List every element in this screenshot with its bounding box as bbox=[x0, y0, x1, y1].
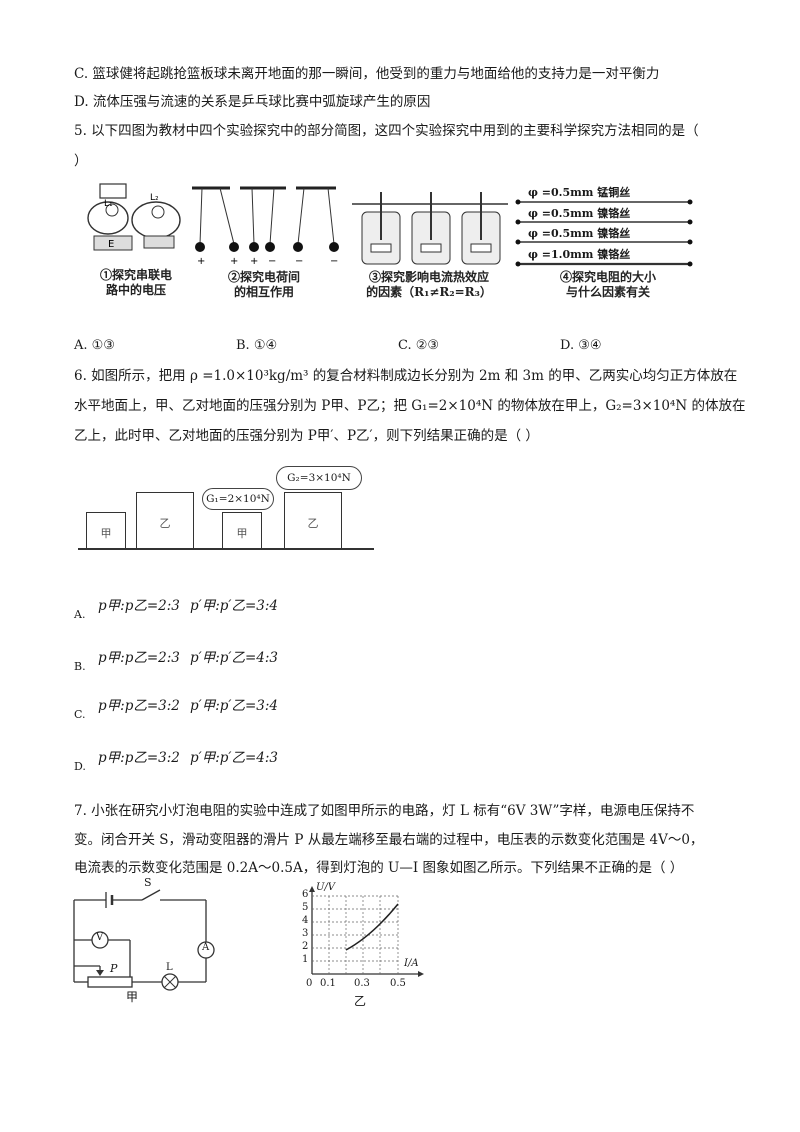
i-axis-label: I/A bbox=[404, 958, 419, 969]
lamp-label: L bbox=[166, 962, 173, 973]
figure-3-caption-line2: 的因素（R₁≠R₂=R₃） bbox=[366, 285, 492, 299]
figure-3-heat-effect bbox=[352, 190, 508, 266]
svg-text:+: + bbox=[250, 256, 258, 266]
q5-option-a[interactable]: A. ①③ bbox=[74, 338, 115, 353]
figure-1-caption: ①探究串联电 路中的电压 bbox=[78, 268, 194, 298]
cube-yi-loaded: 乙 bbox=[284, 492, 342, 549]
wire-4-label: φ =1.0mm 镍铬丝 bbox=[528, 246, 631, 262]
q5-option-d[interactable]: D. ③④ bbox=[560, 338, 602, 353]
svg-text:E: E bbox=[108, 239, 114, 250]
figure-2-caption: ②探究电荷间 的相互作用 bbox=[204, 270, 324, 300]
question-6-text-line1: 6. 如图所示，把用 ρ =1.0×10³kg/m³ 的复合材料制成边长分别为 … bbox=[74, 368, 738, 384]
svg-text:−: − bbox=[330, 256, 338, 266]
wire-1-label: φ =0.5mm 锰铜丝 bbox=[528, 184, 631, 200]
figure-2-caption-line1: ②探究电荷间 bbox=[227, 270, 300, 284]
slider-label: P bbox=[110, 962, 118, 975]
question-7-text-line2: 变。闭合开关 S，滑动变阻器的滑片 P 从最左端移至最右端的过程中，电压表的示数… bbox=[74, 832, 704, 848]
x-tick-0: 0 bbox=[306, 978, 313, 989]
switch-label: S bbox=[144, 876, 152, 889]
question-5-text: 5. 以下四图为教材中四个实验探究中的部分简图，这四个实验探究中用到的主要科学探… bbox=[74, 123, 699, 139]
option-c-text: C. 篮球健将起跳抢篮板球未离开地面的那一瞬间，他受到的重力与地面给他的支持力是… bbox=[74, 66, 660, 82]
cube-jia: 甲 bbox=[86, 512, 126, 549]
figure-1-caption-line1: ①探究串联电 bbox=[99, 268, 172, 282]
y-tick-4: 4 bbox=[302, 915, 309, 926]
svg-text:−: − bbox=[295, 256, 303, 266]
circuit-caption: 甲 bbox=[126, 990, 139, 1004]
figure-4-caption-line2: 与什么因素有关 bbox=[565, 285, 650, 299]
option-d-text: D. 流体压强与流速的关系是乒乓球比赛中弧旋球产生的原因 bbox=[74, 94, 431, 110]
figure-4-caption-line1: ④探究电阻的大小 bbox=[559, 270, 656, 284]
svg-text:L₂: L₂ bbox=[150, 193, 159, 203]
wire-2-label: φ =0.5mm 镍铬丝 bbox=[528, 205, 631, 221]
x-tick-01: 0.1 bbox=[320, 978, 336, 989]
svg-text:+: + bbox=[197, 256, 205, 266]
svg-text:L₁: L₁ bbox=[104, 199, 113, 209]
u-axis-label: U/V bbox=[316, 882, 336, 893]
figure-3-caption: ③探究影响电流热效应 的因素（R₁≠R₂=R₃） bbox=[344, 270, 514, 300]
voltmeter-label: V bbox=[96, 932, 104, 943]
figure-1-series-circuit: E L₂ L₁ bbox=[86, 180, 186, 262]
figure-4-resistance-wires: φ =0.5mm 锰铜丝 φ =0.5mm 镍铬丝 φ =0.5mm 镍铬丝 φ… bbox=[514, 184, 694, 270]
y-tick-2: 2 bbox=[302, 941, 309, 952]
cube-yi: 乙 bbox=[136, 492, 194, 549]
question-6-text-line3: 乙上，此时甲、乙对地面的压强分别为 P甲′、P乙′，则下列结果正确的是（ ） bbox=[74, 428, 539, 444]
figure-2-charges: + + + − − − bbox=[190, 184, 340, 267]
y-tick-1: 1 bbox=[302, 954, 309, 965]
figure-2-caption-line2: 的相互作用 bbox=[233, 285, 294, 299]
question-5-text-end: ） bbox=[74, 153, 88, 169]
q6-figure: 甲 乙 甲 G₁=2×10⁴N 乙 G₂=3×10⁴N bbox=[78, 462, 378, 552]
graph-caption: 乙 bbox=[354, 994, 367, 1008]
q5-option-b[interactable]: B. ①④ bbox=[236, 338, 278, 353]
q7-circuit-figure: S V A P L 甲 bbox=[70, 876, 220, 1004]
question-6-text-line2: 水平地面上，甲、乙对地面的压强分别为 P甲、P乙；把 G₁=2×10⁴N 的物体… bbox=[74, 398, 746, 414]
q7-ui-graph: U/V I/A 1 2 3 4 5 6 0 0.1 0.3 0.5 乙 bbox=[292, 882, 432, 1008]
y-tick-5: 5 bbox=[302, 902, 309, 913]
q5-option-c[interactable]: C. ②③ bbox=[398, 338, 440, 353]
y-tick-3: 3 bbox=[302, 928, 309, 939]
cube-jia-loaded: 甲 bbox=[222, 512, 262, 549]
question-7-text-line1: 7. 小张在研究小灯泡电阻的实验中连成了如图甲所示的电路，灯 L 标有“6V 3… bbox=[74, 803, 695, 819]
svg-text:−: − bbox=[268, 256, 276, 266]
figure-3-caption-line1: ③探究影响电流热效应 bbox=[368, 270, 489, 284]
y-tick-6: 6 bbox=[302, 889, 309, 900]
question-7-text-line3: 电流表的示数变化范围是 0.2A～0.5A，得到灯泡的 U—I 图象如图乙所示。… bbox=[74, 860, 684, 876]
load-g1: G₁=2×10⁴N bbox=[202, 488, 274, 510]
wire-3-label: φ =0.5mm 镍铬丝 bbox=[528, 225, 631, 241]
x-tick-05: 0.5 bbox=[390, 978, 406, 989]
x-tick-03: 0.3 bbox=[354, 978, 370, 989]
ammeter-label: A bbox=[202, 942, 210, 953]
svg-text:+: + bbox=[230, 256, 238, 266]
figure-4-caption: ④探究电阻的大小 与什么因素有关 bbox=[538, 270, 678, 300]
load-g2: G₂=3×10⁴N bbox=[276, 466, 362, 490]
figure-1-caption-line2: 路中的电压 bbox=[105, 283, 166, 297]
